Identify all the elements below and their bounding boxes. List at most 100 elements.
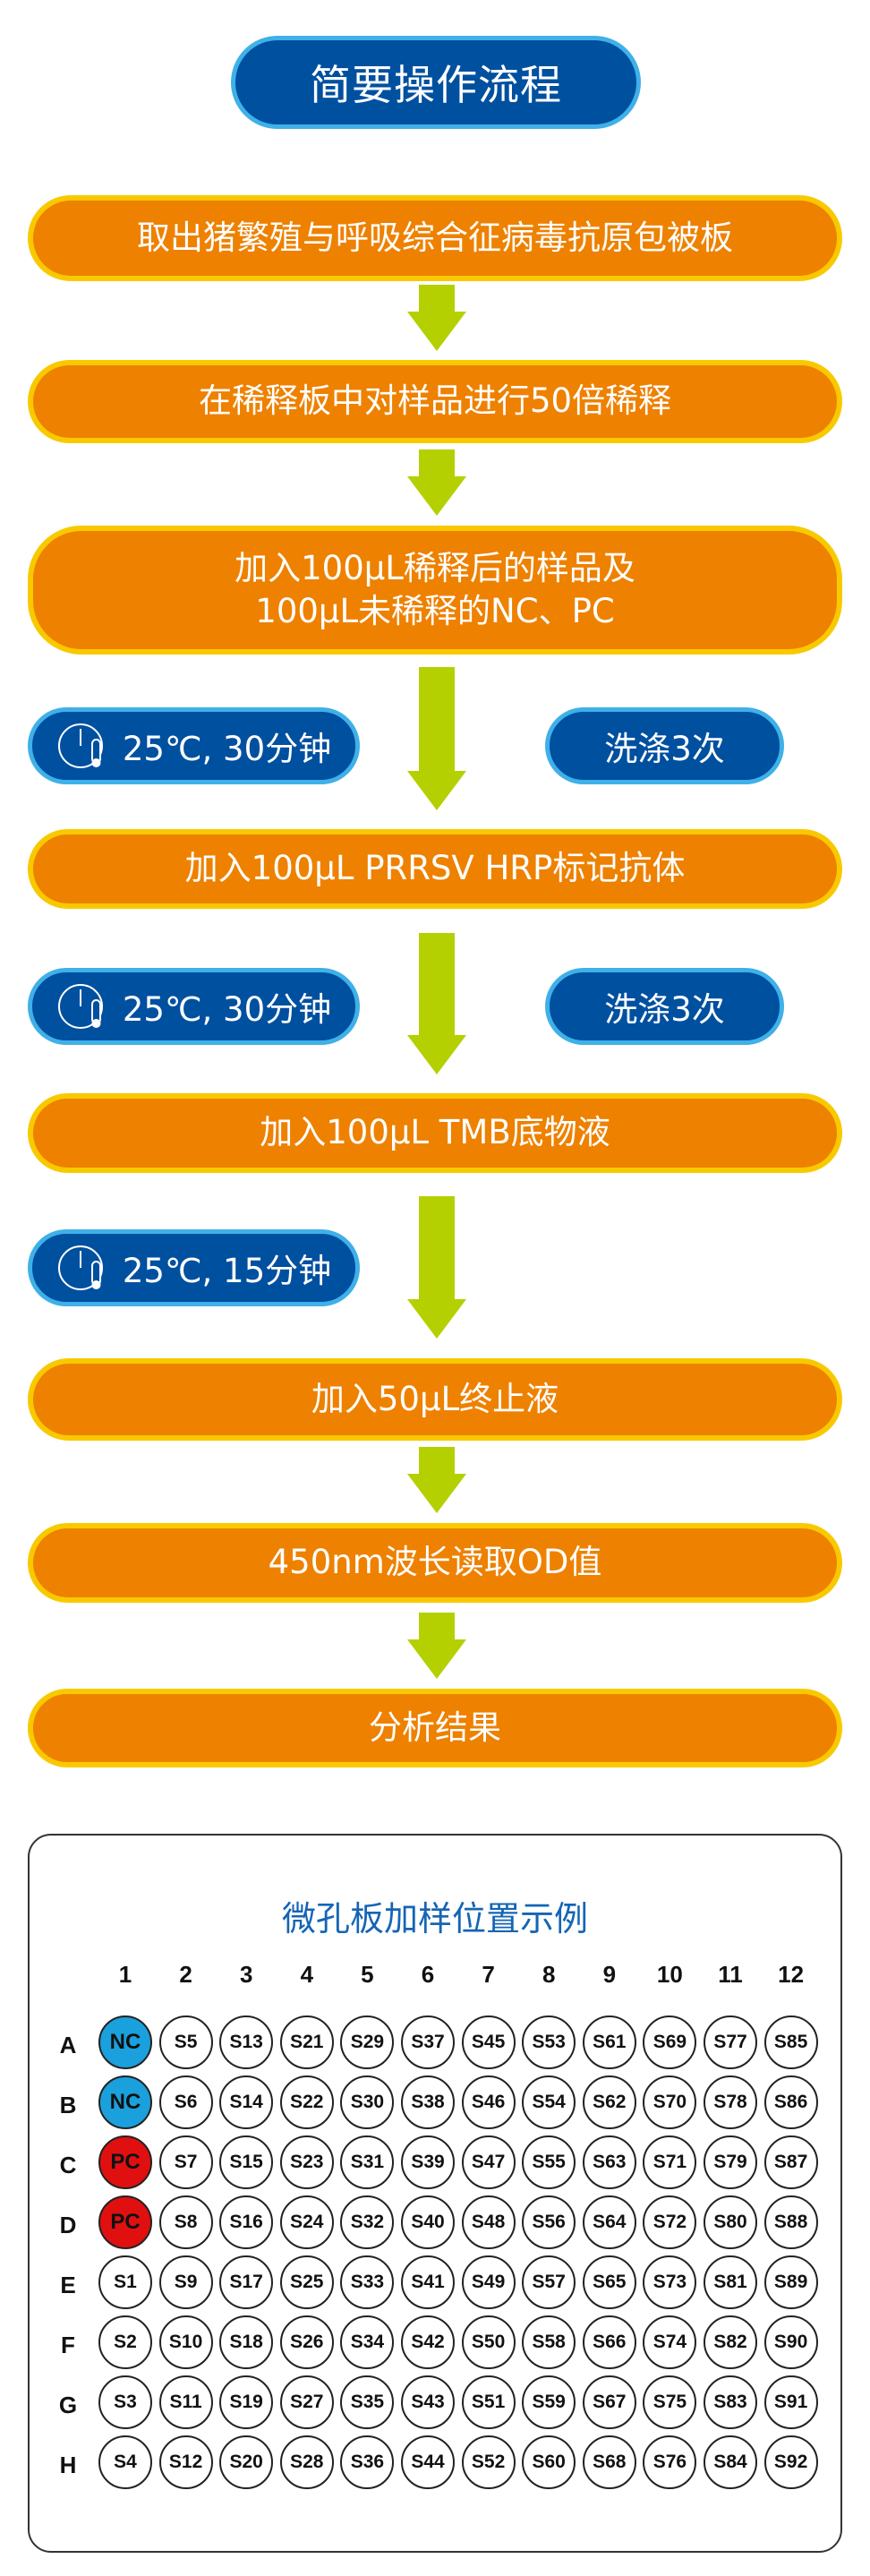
wash-badge-2: 洗涤3次 <box>545 968 784 1045</box>
well-B2: S6 <box>158 2075 213 2129</box>
well-B10: S70 <box>643 2075 697 2129</box>
row-header-A: A <box>59 2032 77 2058</box>
well-D5: S32 <box>340 2195 395 2249</box>
well-D12: S88 <box>763 2195 818 2249</box>
well-A7: S45 <box>461 2015 516 2069</box>
well-H2: S12 <box>158 2435 213 2489</box>
well-B6: S38 <box>401 2075 455 2129</box>
well-B1: NC <box>98 2075 152 2129</box>
well-H12: S92 <box>763 2435 818 2489</box>
step-7: 450nm波长读取OD值 <box>28 1523 842 1603</box>
incubation-text: 25℃, 30分钟 <box>122 730 332 768</box>
well-C8: S55 <box>522 2135 576 2189</box>
well-E5: S33 <box>340 2255 395 2309</box>
well-D10: S72 <box>643 2195 697 2249</box>
well-E10: S73 <box>643 2255 697 2309</box>
column-header-12: 12 <box>778 1961 805 1988</box>
well-G12: S91 <box>763 2375 818 2429</box>
step-6: 加入50μL终止液 <box>28 1358 842 1441</box>
well-D2: S8 <box>158 2195 213 2249</box>
arrow-down-icon <box>407 933 466 1074</box>
column-header-1: 1 <box>118 1961 132 1988</box>
well-G5: S35 <box>340 2375 395 2429</box>
well-H11: S84 <box>704 2435 757 2489</box>
arrow-down-icon <box>407 1613 466 1679</box>
step-1: 取出猪繁殖与呼吸综合征病毒抗原包被板 <box>28 195 842 281</box>
well-H4: S28 <box>279 2435 334 2489</box>
well-E8: S57 <box>522 2255 576 2309</box>
plate-title: 微孔板加样位置示例 <box>281 1899 588 1938</box>
wash-badge-1: 洗涤3次 <box>545 707 784 784</box>
clock-thermometer-icon <box>57 1245 103 1290</box>
well-B7: S46 <box>461 2075 516 2129</box>
well-F5: S34 <box>340 2315 395 2369</box>
well-F10: S74 <box>643 2315 697 2369</box>
well-C7: S47 <box>461 2135 516 2189</box>
well-D9: S64 <box>582 2195 636 2249</box>
well-B5: S30 <box>340 2075 395 2129</box>
well-E12: S89 <box>763 2255 818 2309</box>
well-C4: S23 <box>279 2135 334 2189</box>
well-A3: S13 <box>219 2015 274 2069</box>
page-title: 简要操作流程 <box>231 36 641 129</box>
well-H9: S68 <box>582 2435 636 2489</box>
well-C11: S79 <box>704 2135 757 2189</box>
arrow-down-icon <box>407 667 466 810</box>
incubation-text: 25℃, 15分钟 <box>122 1252 332 1290</box>
well-A5: S29 <box>340 2015 395 2069</box>
row-header-F: F <box>61 2332 75 2358</box>
step-3-line-2: 100μL未稀释的NC、PC <box>255 592 615 630</box>
row-header-C: C <box>59 2152 77 2178</box>
well-H7: S52 <box>461 2435 516 2489</box>
column-header-6: 6 <box>421 1961 435 1988</box>
well-B12: S86 <box>763 2075 818 2129</box>
column-header-11: 11 <box>718 1961 743 1988</box>
well-D8: S56 <box>522 2195 576 2249</box>
well-B8: S54 <box>522 2075 576 2129</box>
well-A8: S53 <box>522 2015 576 2069</box>
well-C9: S63 <box>582 2135 636 2189</box>
well-A12: S85 <box>763 2015 818 2069</box>
well-G4: S27 <box>279 2375 334 2429</box>
well-H10: S76 <box>643 2435 697 2489</box>
column-header-2: 2 <box>179 1961 192 1988</box>
incubation-text: 25℃, 30分钟 <box>122 990 332 1029</box>
well-D4: S24 <box>279 2195 334 2249</box>
well-D11: S80 <box>704 2195 757 2249</box>
row-header-B: B <box>59 2092 77 2118</box>
well-F3: S18 <box>219 2315 274 2369</box>
column-header-10: 10 <box>656 1961 683 1988</box>
arrow-down-icon <box>407 1447 466 1513</box>
incubation-badge-1: 25℃, 30分钟 <box>28 707 360 784</box>
well-E2: S9 <box>158 2255 213 2309</box>
well-C5: S31 <box>340 2135 395 2189</box>
well-E9: S65 <box>582 2255 636 2309</box>
well-E3: S17 <box>219 2255 274 2309</box>
well-B3: S14 <box>219 2075 274 2129</box>
well-F1: S2 <box>98 2315 152 2369</box>
well-A1: NC <box>98 2015 152 2069</box>
well-C6: S39 <box>401 2135 455 2189</box>
column-header-3: 3 <box>239 1961 253 1988</box>
well-A2: S5 <box>158 2015 213 2069</box>
row-header-D: D <box>59 2212 77 2238</box>
well-F8: S58 <box>522 2315 576 2369</box>
well-G7: S51 <box>461 2375 516 2429</box>
well-A10: S69 <box>643 2015 697 2069</box>
well-G8: S59 <box>522 2375 576 2429</box>
well-D3: S16 <box>219 2195 274 2249</box>
incubation-badge-3: 25℃, 15分钟 <box>28 1229 360 1306</box>
well-F2: S10 <box>158 2315 213 2369</box>
well-C2: S7 <box>158 2135 213 2189</box>
column-header-4: 4 <box>300 1961 314 1988</box>
well-F9: S66 <box>582 2315 636 2369</box>
column-header-5: 5 <box>361 1961 374 1988</box>
well-B4: S22 <box>279 2075 334 2129</box>
step-8: 分析结果 <box>28 1689 842 1767</box>
column-header-8: 8 <box>542 1961 556 1988</box>
well-A9: S61 <box>582 2015 636 2069</box>
well-D6: S40 <box>401 2195 455 2249</box>
well-G10: S75 <box>643 2375 697 2429</box>
well-A4: S21 <box>279 2015 334 2069</box>
